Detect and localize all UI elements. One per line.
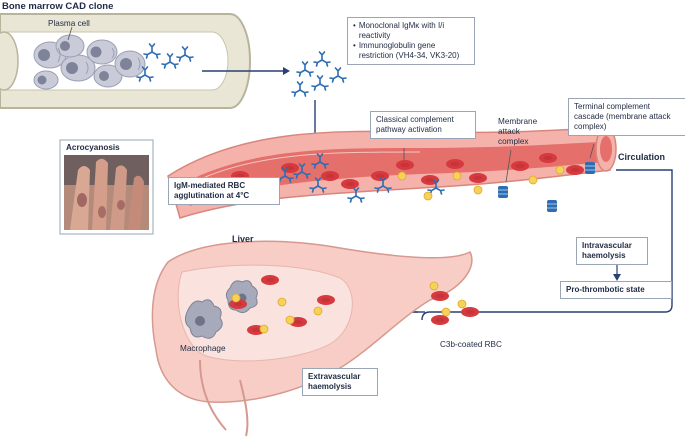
liver <box>151 240 473 437</box>
antibody-bullet-2: •Immunoglobulin gene restriction (VH4-34… <box>353 41 460 60</box>
plasma-cell-label: Plasma cell <box>48 19 90 28</box>
bone-marrow-tube <box>0 13 251 109</box>
terminal-complement-label: Terminal complement cascade (membrane at… <box>568 98 685 136</box>
macrophage-label: Macrophage <box>180 344 226 353</box>
igm-agglutination-label: IgM-mediated RBC agglutination at 4°C <box>168 177 280 205</box>
circulation-label: Circulation <box>618 152 666 162</box>
acrocyanosis-photo <box>59 139 154 235</box>
prothrombotic-label: Pro-thrombotic state <box>560 281 672 299</box>
antibody-features-box: •Monoclonal IgMκ with I/i reactivity •Im… <box>347 17 475 65</box>
igm-cluster <box>291 51 347 97</box>
liver-label: Liver <box>232 234 254 244</box>
extravascular-label: Extravascular haemolysis <box>302 368 378 396</box>
c3b-rbc-label: C3b-coated RBC <box>440 340 502 349</box>
acrocyanosis-label: Acrocyanosis <box>66 143 120 152</box>
intravascular-label: Intravascular haemolysis <box>576 237 648 265</box>
diagram-title: Bone marrow CAD clone <box>2 1 114 12</box>
antibody-bullet-1: •Monoclonal IgMκ with I/i reactivity <box>353 21 445 40</box>
membrane-attack-label: Membrane attack complex <box>498 117 538 146</box>
classical-complement-label: Classical complement pathway activation <box>370 111 476 139</box>
